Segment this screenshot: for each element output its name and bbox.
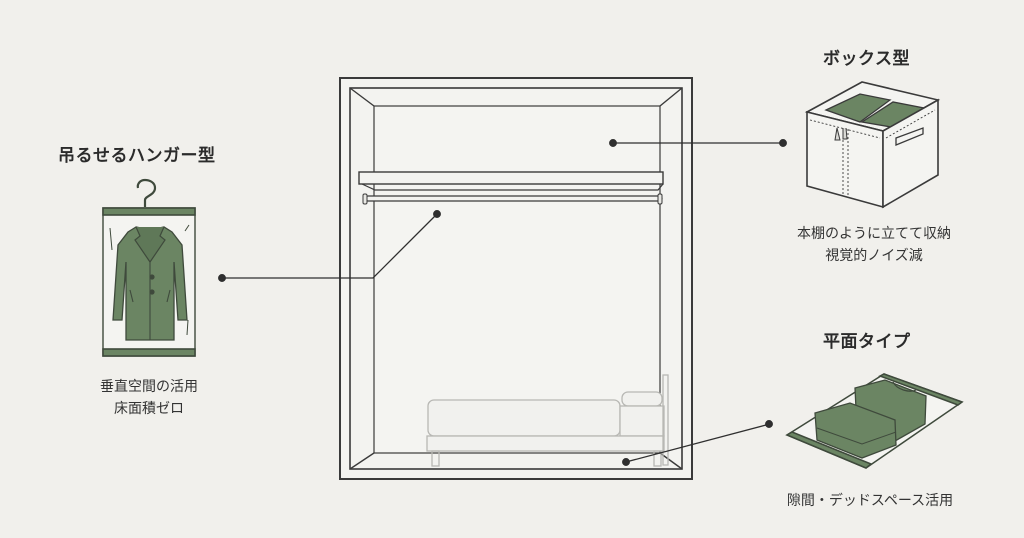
hanger-type-description: 垂直空間の活用 床面積ゼロ: [64, 376, 234, 420]
hanger-type-title: 吊るせるハンガー型: [58, 146, 216, 166]
box-desc-line-1: 本棚のように立てて収納: [797, 226, 951, 242]
bed-illustration: [426, 374, 669, 467]
storage-box-icon: [804, 81, 941, 209]
callout-lines: [218, 139, 787, 466]
flat-type-description: 隙間・デッドスペース活用: [750, 490, 990, 512]
flat-desc-line-1: 隙間・デッドスペース活用: [786, 493, 954, 509]
flat-vacuum-bag-icon: [785, 373, 964, 469]
box-type-title: ボックス型: [823, 49, 910, 69]
box-type-description: 本棚のように立てて収納 視覚的ノイズ減: [764, 223, 984, 267]
hanger-desc-line-1: 垂直空間の活用: [100, 379, 198, 395]
hanging-coat-bag-icon: [102, 178, 196, 357]
hanger-desc-line-2: 床面積ゼロ: [114, 401, 184, 417]
box-desc-line-2: 視覚的ノイズ減: [825, 248, 923, 264]
flat-type-title: 平面タイプ: [823, 332, 911, 352]
